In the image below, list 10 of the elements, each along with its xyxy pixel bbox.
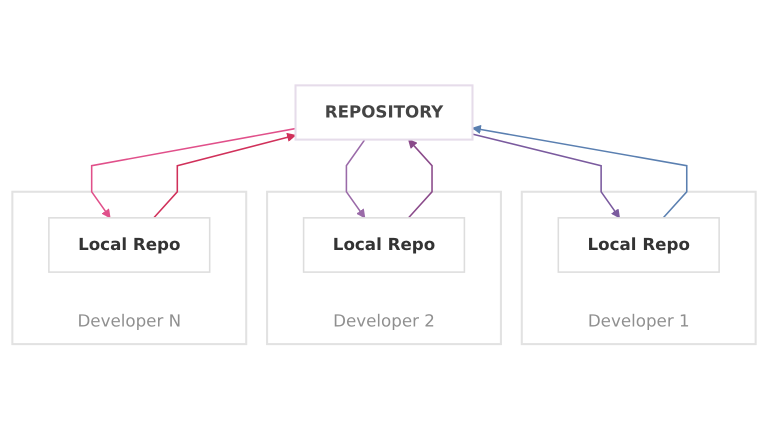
arrow bbox=[90, 127, 296, 218]
arrow bbox=[346, 138, 366, 218]
arrow bbox=[472, 124, 688, 218]
arrow bbox=[408, 138, 433, 218]
arrow bbox=[153, 132, 296, 218]
arrow bbox=[472, 133, 620, 218]
node-box: Local Repo bbox=[48, 216, 210, 273]
node-box: Local Repo bbox=[302, 216, 466, 273]
node-box: REPOSITORY bbox=[294, 84, 474, 140]
node-box: Local Repo bbox=[558, 216, 720, 273]
